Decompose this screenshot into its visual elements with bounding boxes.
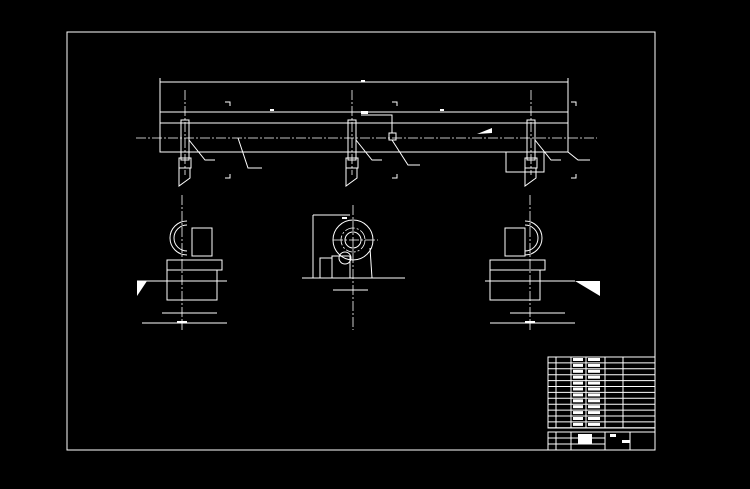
foundation <box>489 269 541 301</box>
thrust-leader <box>361 114 420 166</box>
bearing-seat <box>319 257 333 279</box>
parts-list-cell-text <box>573 358 583 361</box>
support-frame <box>369 247 373 279</box>
right-support-section-view <box>485 195 600 330</box>
section-mark-left <box>225 174 231 179</box>
parts-list-cell-text <box>573 422 583 426</box>
title-text <box>610 434 616 437</box>
parts-list-cell-text <box>573 399 583 403</box>
leader <box>567 151 590 161</box>
middle-support-section-view <box>302 205 405 330</box>
section-mark-right <box>571 101 577 106</box>
parts-list-cell-text <box>573 387 583 391</box>
slope-indicator <box>477 128 492 134</box>
dimension-text <box>361 80 365 82</box>
leader-middle <box>355 139 382 161</box>
section-mark-middle <box>392 101 398 106</box>
parts-list-cell-text <box>588 393 600 397</box>
gear-reducer <box>191 227 213 257</box>
dimension-text <box>525 321 535 323</box>
parts-list-cell-text <box>573 369 583 373</box>
parts-list-cell-text <box>588 363 600 367</box>
dimension-text <box>342 217 347 219</box>
tire-circle <box>332 219 374 261</box>
title-block-main <box>547 431 656 451</box>
section-mark-middle <box>392 174 398 179</box>
parts-list-cell-text <box>588 369 600 373</box>
ground-hatch <box>575 281 600 296</box>
drawing-border <box>66 31 656 451</box>
dimension-text <box>177 321 187 323</box>
parts-list-cell-text <box>588 422 600 426</box>
roller-circle <box>338 251 352 265</box>
support-pedestal-middle <box>345 167 358 187</box>
parts-list-cell-text <box>573 381 583 385</box>
section-mark-left <box>225 101 231 106</box>
parts-list-cell-text <box>588 387 600 391</box>
base-frame <box>489 259 546 271</box>
tire-arc-inner <box>524 224 539 252</box>
dimension-text <box>440 109 444 111</box>
parts-list-cell-text <box>588 405 600 409</box>
ground-hatch <box>137 281 147 296</box>
dimension-text <box>270 109 274 111</box>
thrust-roller <box>388 132 397 141</box>
gear-reducer <box>504 227 526 257</box>
section-mark-right <box>571 174 577 179</box>
dimension-text <box>361 111 368 114</box>
tire-arc <box>169 220 188 256</box>
parts-list-cell-text <box>588 381 600 385</box>
bolt-circle <box>340 227 366 253</box>
leader-right <box>534 139 561 161</box>
parts-list-cell-text <box>588 358 600 361</box>
parts-list-cell-text <box>573 405 583 409</box>
parts-list-cell-text <box>588 375 600 379</box>
left-support-section-view <box>137 195 227 330</box>
shell-circle <box>344 231 362 249</box>
base-frame <box>166 259 223 271</box>
leader-left <box>188 139 215 161</box>
parts-list-cell-text <box>588 417 600 420</box>
parts-list-cell-text <box>573 363 583 367</box>
parts-list-cell-text <box>588 399 600 403</box>
parts-list-cell-text <box>573 393 583 397</box>
tire-arc <box>524 220 543 256</box>
foundation <box>166 269 218 301</box>
drive-base <box>505 151 545 173</box>
shell-outline <box>159 111 569 153</box>
parts-list-cell-text <box>573 417 583 420</box>
title-text <box>578 434 592 444</box>
parts-list-cell-text <box>573 411 583 415</box>
parts-list-cell-text <box>573 375 583 379</box>
tire-arc-inner <box>173 224 188 252</box>
parts-list-cell-text <box>588 411 600 415</box>
top-elevation-view <box>136 78 597 187</box>
leader <box>237 137 262 169</box>
support-pedestal-right <box>524 167 537 187</box>
title-block <box>547 356 656 451</box>
support-pedestal-left <box>178 167 191 187</box>
title-text <box>622 440 630 443</box>
